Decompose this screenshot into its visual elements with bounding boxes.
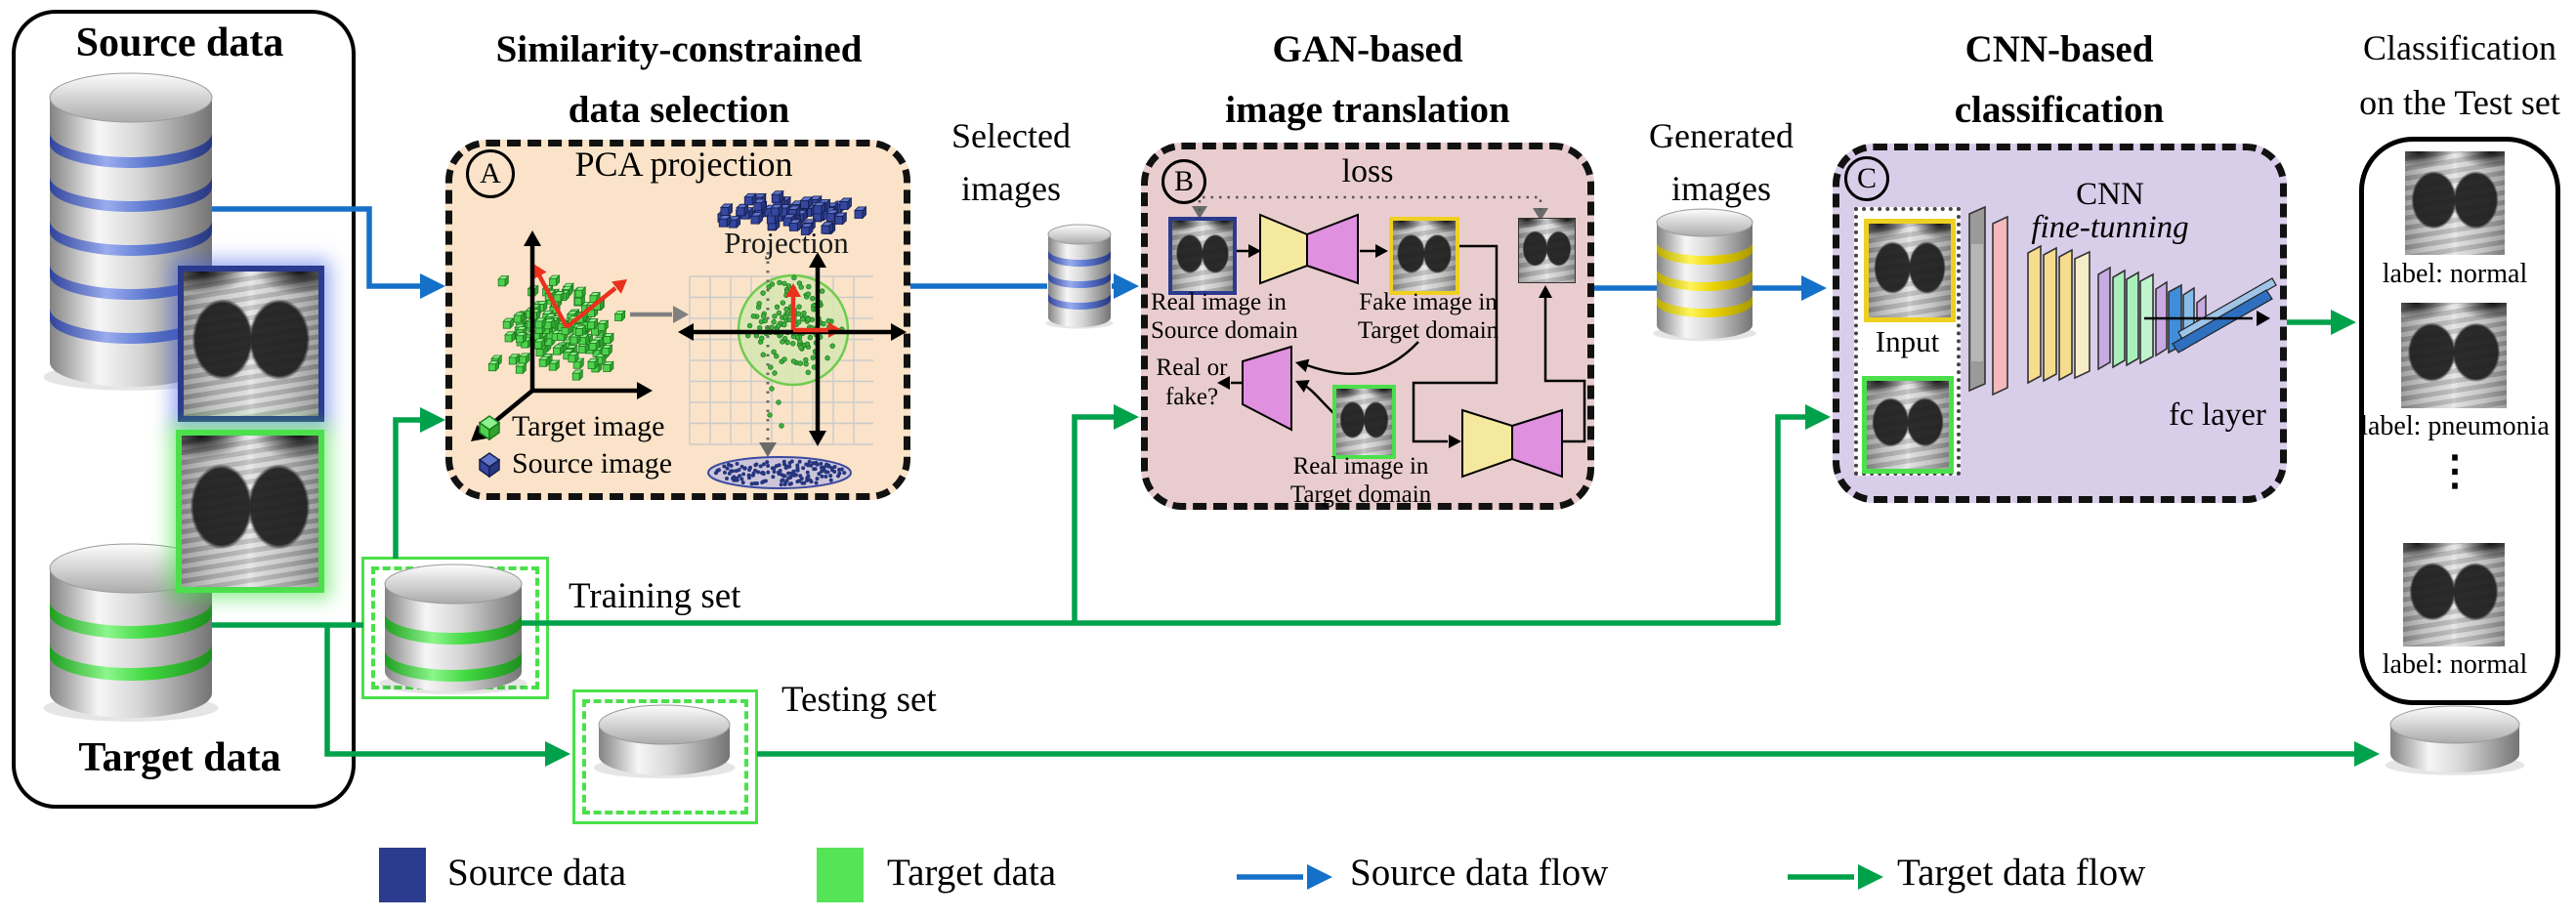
test-result-label-3: label: normal [2382,649,2528,680]
cnn-input-real-image [1862,376,1954,474]
cnn-fc-label: fc layer [2169,397,2266,433]
selection-box [445,140,910,500]
testing-set-label: Testing set [781,680,937,720]
training-set-label: Training set [569,576,741,616]
gan-real-target-label: Real image in Target domain [1289,453,1432,508]
cnn-input-fake-image [1864,219,1956,322]
pca-projection-heading: PCA projection [574,145,793,184]
gan-fake-target-label: Fake image in Target domain [1357,289,1499,344]
legend-source-label: Source data [447,852,627,894]
test-result-label-2: label: pneumonia [2360,411,2550,441]
cnn-finetune-label: fine-tunning [2031,210,2189,245]
legend-target-swatch [817,848,864,902]
test-panel-title: Classification on the Test set [2359,28,2560,122]
test-results-ellipsis: ⋮ [2434,449,2475,494]
source-xray-image [178,266,324,422]
test-output-disk [2385,705,2525,775]
legend-target-label: Target data [887,852,1057,894]
selected-images-database [1045,224,1114,329]
target-xray-image [176,430,324,593]
generated-images-database [1653,208,1756,342]
gan-loss-label: loss [1341,153,1394,189]
source-cube-icon [478,452,501,478]
gan-fake-target-image [1389,217,1459,295]
selection-legend-source: Source image [477,447,672,480]
testing-set-frame-dashed [582,699,748,814]
cnn-input-label: Input [1875,324,1940,358]
test-xray-3 [2403,543,2505,647]
target-cube-icon [478,415,501,440]
test-xray-2 [2401,303,2507,408]
target-data-title: Target data [78,735,281,780]
test-xray-1 [2405,151,2505,255]
source-data-title: Source data [75,21,284,65]
selection-legend-target: Target image [477,410,664,443]
test-result-label-1: label: normal [2382,259,2528,289]
cnn-title: CNN-based classification [1954,28,2165,132]
testing-set-frame [572,689,758,824]
gan-real-source-label: Real image in Source domain [1151,289,1298,344]
gan-real-target-image [1332,385,1396,459]
generated-images-label: Generated images [1649,116,1794,208]
legend-source-flow-label: Source data flow [1350,852,1609,894]
badge-c: C [1844,156,1889,201]
gan-real-or-fake-label: Real or fake? [1156,355,1228,410]
training-set-frame-dashed [371,566,539,689]
legend-source-swatch [379,848,426,902]
projection-label: Projection [724,226,849,260]
gan-title: GAN-based image translation [1225,28,1510,132]
badge-a: A [466,149,515,198]
badge-b: B [1161,159,1206,204]
cnn-label: CNN [2076,177,2144,212]
selected-images-label: Selected images [951,116,1071,208]
training-set-frame [361,557,549,699]
gan-real-source-image [1168,217,1237,295]
selection-title: Similarity-constrained data selection [495,28,863,132]
gan-reconstructed-image [1518,218,1576,283]
legend-target-flow-label: Target data flow [1897,852,2146,894]
